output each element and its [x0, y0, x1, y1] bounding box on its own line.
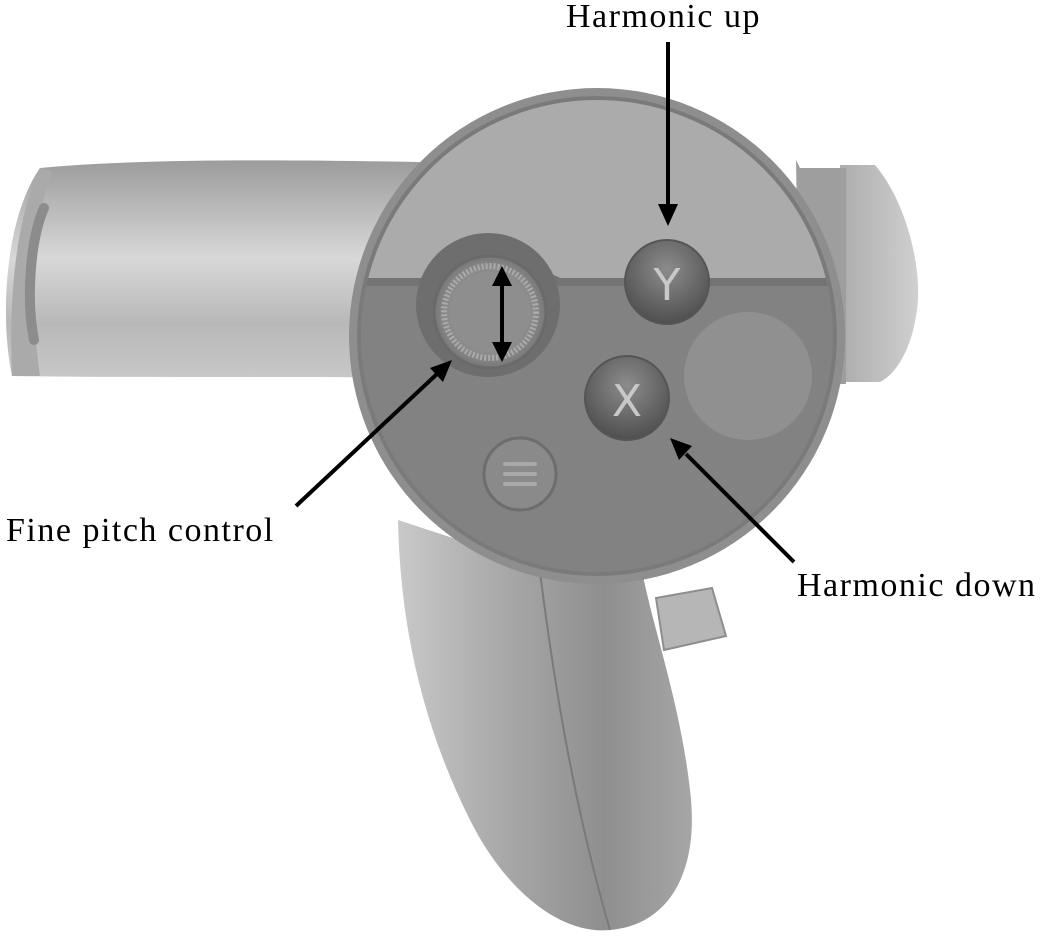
- thumbstick[interactable]: [416, 233, 560, 377]
- callout-arrow-harmonic-up: [658, 42, 678, 226]
- callout-arrow-harmonic-down: [670, 438, 796, 564]
- controller-grip: [398, 520, 728, 931]
- menu-icon: [503, 462, 537, 486]
- button-y[interactable]: Y: [624, 239, 710, 325]
- menu-button[interactable]: [482, 436, 558, 512]
- double-arrow-icon: [492, 266, 512, 362]
- callout-arrow-fine-pitch: [294, 360, 452, 508]
- label-harmonic-down: Harmonic down: [797, 567, 1037, 604]
- button-x[interactable]: X: [584, 355, 670, 441]
- thumb-rest-pad: [684, 312, 812, 440]
- button-y-glyph: Y: [653, 260, 681, 311]
- label-harmonic-up: Harmonic up: [566, 0, 761, 35]
- button-x-glyph: X: [612, 376, 642, 427]
- label-fine-pitch-control: Fine pitch control: [6, 512, 275, 549]
- tracking-ring-left: [5, 160, 420, 378]
